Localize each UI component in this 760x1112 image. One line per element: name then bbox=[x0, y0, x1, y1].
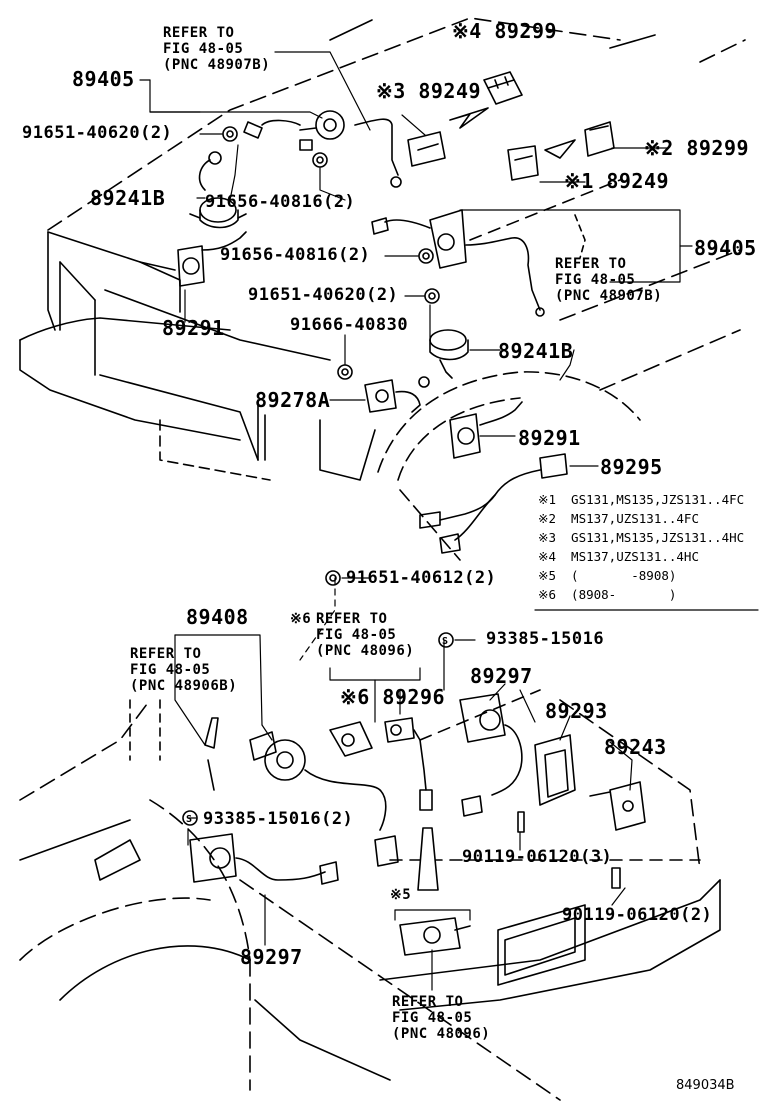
screw-93385-label-a: 93385-15016 bbox=[486, 629, 605, 649]
parts: S S bbox=[177, 71, 646, 956]
sensor-89408 bbox=[204, 717, 387, 831]
refer-to-mark-6: ※6 bbox=[290, 611, 312, 627]
connector-89299-right bbox=[507, 121, 615, 181]
part-89241b-label-a: 89241B bbox=[90, 186, 166, 210]
svg-text:S: S bbox=[442, 636, 448, 647]
diagram-code: 849034B bbox=[676, 1078, 735, 1093]
bolt-symbols: S S bbox=[182, 126, 454, 826]
note-3: ※3 GS131,MS135,JZS131..4HC bbox=[538, 530, 745, 545]
nut-91666-label: 91666-40830 bbox=[290, 315, 409, 335]
note-6: ※6 (8908- ) bbox=[538, 587, 677, 602]
sensor-5 bbox=[399, 917, 471, 956]
refer-to-label-a: REFER TO FIG 48-05 (PNC 48907B) bbox=[163, 25, 271, 73]
svg-text:S: S bbox=[186, 814, 192, 825]
refer-to-label-c: REFER TO FIG 48-05 (PNC 48096) bbox=[316, 611, 415, 659]
rear-car-outline bbox=[19, 689, 721, 1101]
note-1: ※1 GS131,MS135,JZS131..4FC bbox=[538, 492, 745, 507]
bolt-90119-a bbox=[517, 811, 525, 833]
sensor-89278a bbox=[364, 376, 430, 413]
note-5: ※5 ( -8908) bbox=[538, 568, 677, 583]
bracket-89291-right bbox=[449, 401, 523, 459]
part-89291-label-b: 89291 bbox=[518, 426, 581, 450]
front-car-outline bbox=[19, 17, 746, 561]
switch-part bbox=[374, 835, 399, 867]
sensor-89405-left bbox=[243, 110, 345, 151]
bracket-89293 bbox=[534, 734, 576, 806]
harness-89295 bbox=[419, 453, 568, 554]
refer-to-label-d: REFER TO FIG 48-05 (PNC 48906B) bbox=[130, 646, 238, 694]
bolt-90119-b bbox=[611, 867, 621, 889]
sensor-89405-right bbox=[371, 209, 545, 317]
connector-89249-top bbox=[407, 131, 446, 167]
part-89299-label-a: ※4 89299 bbox=[452, 19, 558, 43]
part-89299-label-b: ※2 89299 bbox=[644, 136, 750, 160]
note-4: ※4 MS137,UZS131..4HC bbox=[538, 549, 699, 564]
sensor-89296 bbox=[329, 717, 433, 811]
part-89293-label: 89293 bbox=[545, 699, 608, 723]
assembly-arrow-up bbox=[417, 827, 439, 891]
part-89243-label: 89243 bbox=[604, 735, 667, 759]
part-89249-label-a: ※3 89249 bbox=[376, 79, 482, 103]
connector-89299-top bbox=[483, 71, 523, 105]
part-89295-label: 89295 bbox=[600, 455, 663, 479]
screw-93385-label-b: 93385-15016(2) bbox=[203, 809, 354, 829]
refer-to-label-e: REFER TO FIG 48-05 (PNC 48096) bbox=[392, 994, 491, 1042]
nut-91656-label-a: 91656-40816(2) bbox=[205, 192, 356, 212]
part-89249-label-b: ※1 89249 bbox=[564, 169, 670, 193]
assembly-arrow bbox=[449, 107, 489, 129]
bracket-89291-left bbox=[177, 231, 247, 287]
sensor-89297-bottom bbox=[189, 833, 339, 885]
note-2: ※2 MS137,UZS131..4FC bbox=[538, 511, 699, 526]
wire-bracket bbox=[354, 118, 399, 176]
bolt-91651-label-c: 91651-40612(2) bbox=[346, 568, 497, 588]
part-89297-label-b: 89297 bbox=[240, 945, 303, 969]
part-89297-label-a: 89297 bbox=[470, 664, 533, 688]
part-89291-label-a: 89291 bbox=[162, 316, 225, 340]
sensor-89241b-right bbox=[429, 329, 469, 379]
part-89408-label: 89408 bbox=[186, 605, 249, 629]
mark-5-label: ※5 bbox=[390, 887, 412, 903]
refer-to-label-b: REFER TO FIG 48-05 (PNC 48907B) bbox=[555, 256, 663, 304]
nut-91656-label-b: 91656-40816(2) bbox=[220, 245, 371, 265]
bolt-90119-label-b: 90119-06120(2) bbox=[562, 905, 713, 925]
part-89278a-label: 89278A bbox=[255, 388, 331, 412]
bolt-90119-label-a: 90119-06120(3) bbox=[462, 847, 613, 867]
part-89296-label: ※6 89296 bbox=[340, 685, 446, 709]
part-89405-label-a: 89405 bbox=[72, 67, 135, 91]
part-89241b-label-b: 89241B bbox=[498, 339, 574, 363]
sensor-89297-top bbox=[459, 693, 523, 817]
bolt-91651-label-b: 91651-40620(2) bbox=[248, 285, 399, 305]
bolt-91651-label-a: 91651-40620(2) bbox=[22, 123, 173, 143]
bracket-89243 bbox=[589, 781, 646, 831]
applicability-notes: ※1 GS131,MS135,JZS131..4FC ※2 MS137,UZS1… bbox=[538, 490, 758, 604]
leader-lines bbox=[139, 51, 759, 991]
sensor-89241b-left bbox=[189, 151, 247, 229]
part-89405-label-b: 89405 bbox=[694, 236, 757, 260]
